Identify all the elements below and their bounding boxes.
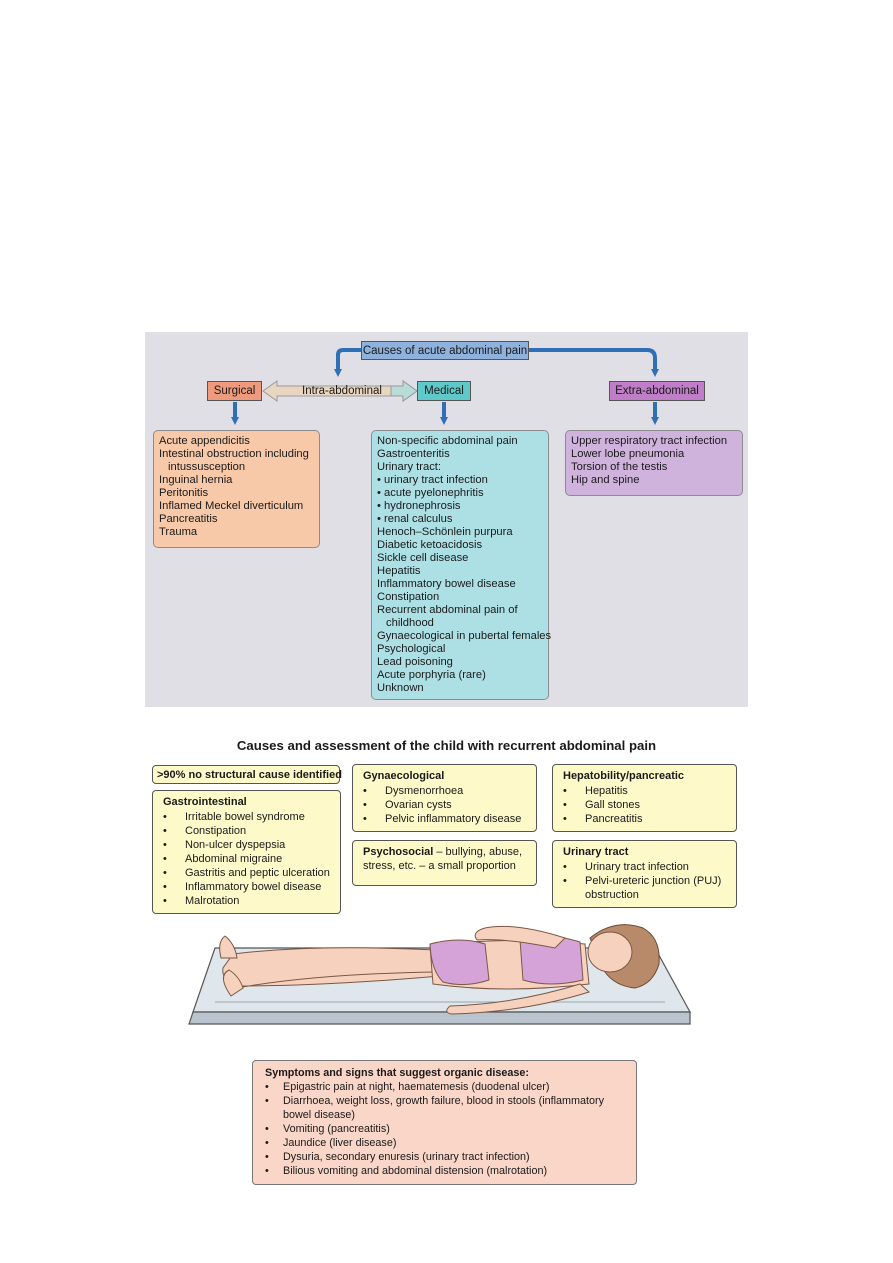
list-item: Vomiting (pancreatitis) — [265, 1122, 628, 1136]
no-structural-cause-box: >90% no structural cause identified — [152, 765, 342, 784]
list-item: Unknown — [377, 682, 424, 694]
list-item: intussusception — [168, 461, 246, 473]
organic-disease-signs-box: Symptoms and signs that suggest organic … — [252, 1060, 637, 1185]
list-item: Gastritis and peptic ulceration — [163, 866, 332, 880]
box-title: Symptoms and signs that suggest organic … — [265, 1067, 529, 1079]
list-item: Constipation — [163, 824, 332, 838]
box-title: Gastrointestinal — [163, 796, 247, 808]
list-item: childhood — [386, 617, 434, 629]
box-title: Psychosocial — [363, 846, 434, 858]
list-item: Pancreatitis — [563, 812, 728, 826]
medical-node: Medical — [417, 381, 471, 401]
list-item: Intestinal obstruction including — [159, 448, 309, 460]
list-item: Inflammatory bowel disease — [377, 578, 516, 590]
list-item: Epigastric pain at night, haematemesis (… — [265, 1080, 628, 1094]
acute-pain-diagram: Causes of acute abdominal pain Surgical … — [145, 332, 748, 707]
list-item: Malrotation — [163, 894, 332, 908]
list-item: Upper respiratory tract infection — [571, 435, 728, 447]
list-item: Torsion of the testis — [571, 461, 668, 473]
list-item: Irritable bowel syndrome — [163, 810, 332, 824]
list-item: Gastroenteritis — [377, 448, 450, 460]
intra-abdominal-label: Intra-abdominal — [302, 385, 382, 397]
patient-illustration — [188, 924, 692, 1025]
list-item: Hepatitis — [377, 565, 421, 577]
list-item: Abdominal migraine — [163, 852, 332, 866]
list-item: Sickle cell disease — [377, 552, 469, 564]
list-item: Non-ulcer dyspepsia — [163, 838, 332, 852]
list-item: Lower lobe pneumonia — [571, 448, 685, 460]
list-item: Acute appendicitis — [159, 435, 250, 447]
list-item: • acute pyelonephritis — [377, 487, 484, 499]
list-item: Peritonitis — [159, 487, 209, 499]
hepatobiliary-box: Hepatobility/pancreatic Hepatitis Gall s… — [552, 764, 737, 832]
list-item: Inflamed Meckel diverticulum — [159, 500, 304, 512]
list-item: Inflammatory bowel disease — [163, 880, 332, 894]
list-item: Recurrent abdominal pain of — [377, 604, 518, 616]
list-item: Constipation — [377, 591, 440, 603]
list-item: Ovarian cysts — [363, 798, 528, 812]
box-title: Hepatobility/pancreatic — [563, 770, 685, 782]
list-item: Urinary tract: — [377, 461, 442, 473]
extra-abdominal-node: Extra-abdominal — [609, 381, 705, 401]
list-item: • renal calculus — [377, 513, 453, 525]
list-item: Dysmenorrhoea — [363, 784, 528, 798]
root-node: Causes of acute abdominal pain — [361, 341, 529, 360]
list-item: Gynaecological in pubertal females — [377, 630, 552, 642]
list-item: Hepatitis — [563, 784, 728, 798]
gynaecological-box: Gynaecological Dysmenorrhoea Ovarian cys… — [352, 764, 537, 832]
list-item: • urinary tract infection — [377, 474, 488, 486]
diagram-arrows — [231, 348, 659, 425]
psychosocial-text: – bullying, abuse, stress, etc. – a smal… — [363, 846, 522, 872]
list-item: Diabetic ketoacidosis — [377, 539, 483, 551]
box-title: Urinary tract — [563, 846, 629, 858]
list-item: Acute porphyria (rare) — [377, 669, 486, 681]
list-item: Pancreatitis — [159, 513, 218, 525]
list-item: Hip and spine — [571, 474, 640, 486]
list-item: Henoch–Schönlein purpura — [377, 526, 513, 538]
surgical-causes-box: Acute appendicitis Intestinal obstructio… — [153, 430, 320, 548]
list-item: Jaundice (liver disease) — [265, 1136, 628, 1150]
underwear — [429, 939, 490, 986]
list-item: Diarrhoea, weight loss, growth failure, … — [265, 1094, 628, 1122]
list-item: Psychological — [377, 643, 446, 655]
list-item: Pelvi-ureteric junction (PUJ) obstructio… — [563, 874, 728, 902]
extra-abdominal-causes-box: Upper respiratory tract infection Lower … — [565, 430, 743, 496]
list-item: • hydronephrosis — [377, 500, 461, 512]
urinary-tract-box: Urinary tract Urinary tract infection Pe… — [552, 840, 737, 908]
list-item: Dysuria, secondary enuresis (urinary tra… — [265, 1150, 628, 1164]
list-item: Trauma — [159, 526, 198, 538]
psychosocial-box: Psychosocial – bullying, abuse, stress, … — [352, 840, 537, 886]
list-item: Bilious vomiting and abdominal distensio… — [265, 1164, 628, 1178]
recurrent-pain-title: Causes and assessment of the child with … — [236, 738, 657, 753]
list-item: Non-specific abdominal pain — [377, 435, 518, 447]
list-item: Lead poisoning — [377, 656, 453, 668]
list-item: Urinary tract infection — [563, 860, 728, 874]
list-item: Inguinal hernia — [159, 474, 233, 486]
list-item: Pelvic inflammatory disease — [363, 812, 528, 826]
arm — [474, 925, 566, 949]
list-item: Gall stones — [563, 798, 728, 812]
medical-causes-box: Non-specific abdominal pain Gastroenteri… — [371, 430, 552, 700]
box-title: Gynaecological — [363, 770, 445, 782]
head — [587, 931, 633, 973]
gastrointestinal-box: Gastrointestinal Irritable bowel syndrom… — [152, 790, 341, 914]
surgical-node: Surgical — [207, 381, 262, 401]
